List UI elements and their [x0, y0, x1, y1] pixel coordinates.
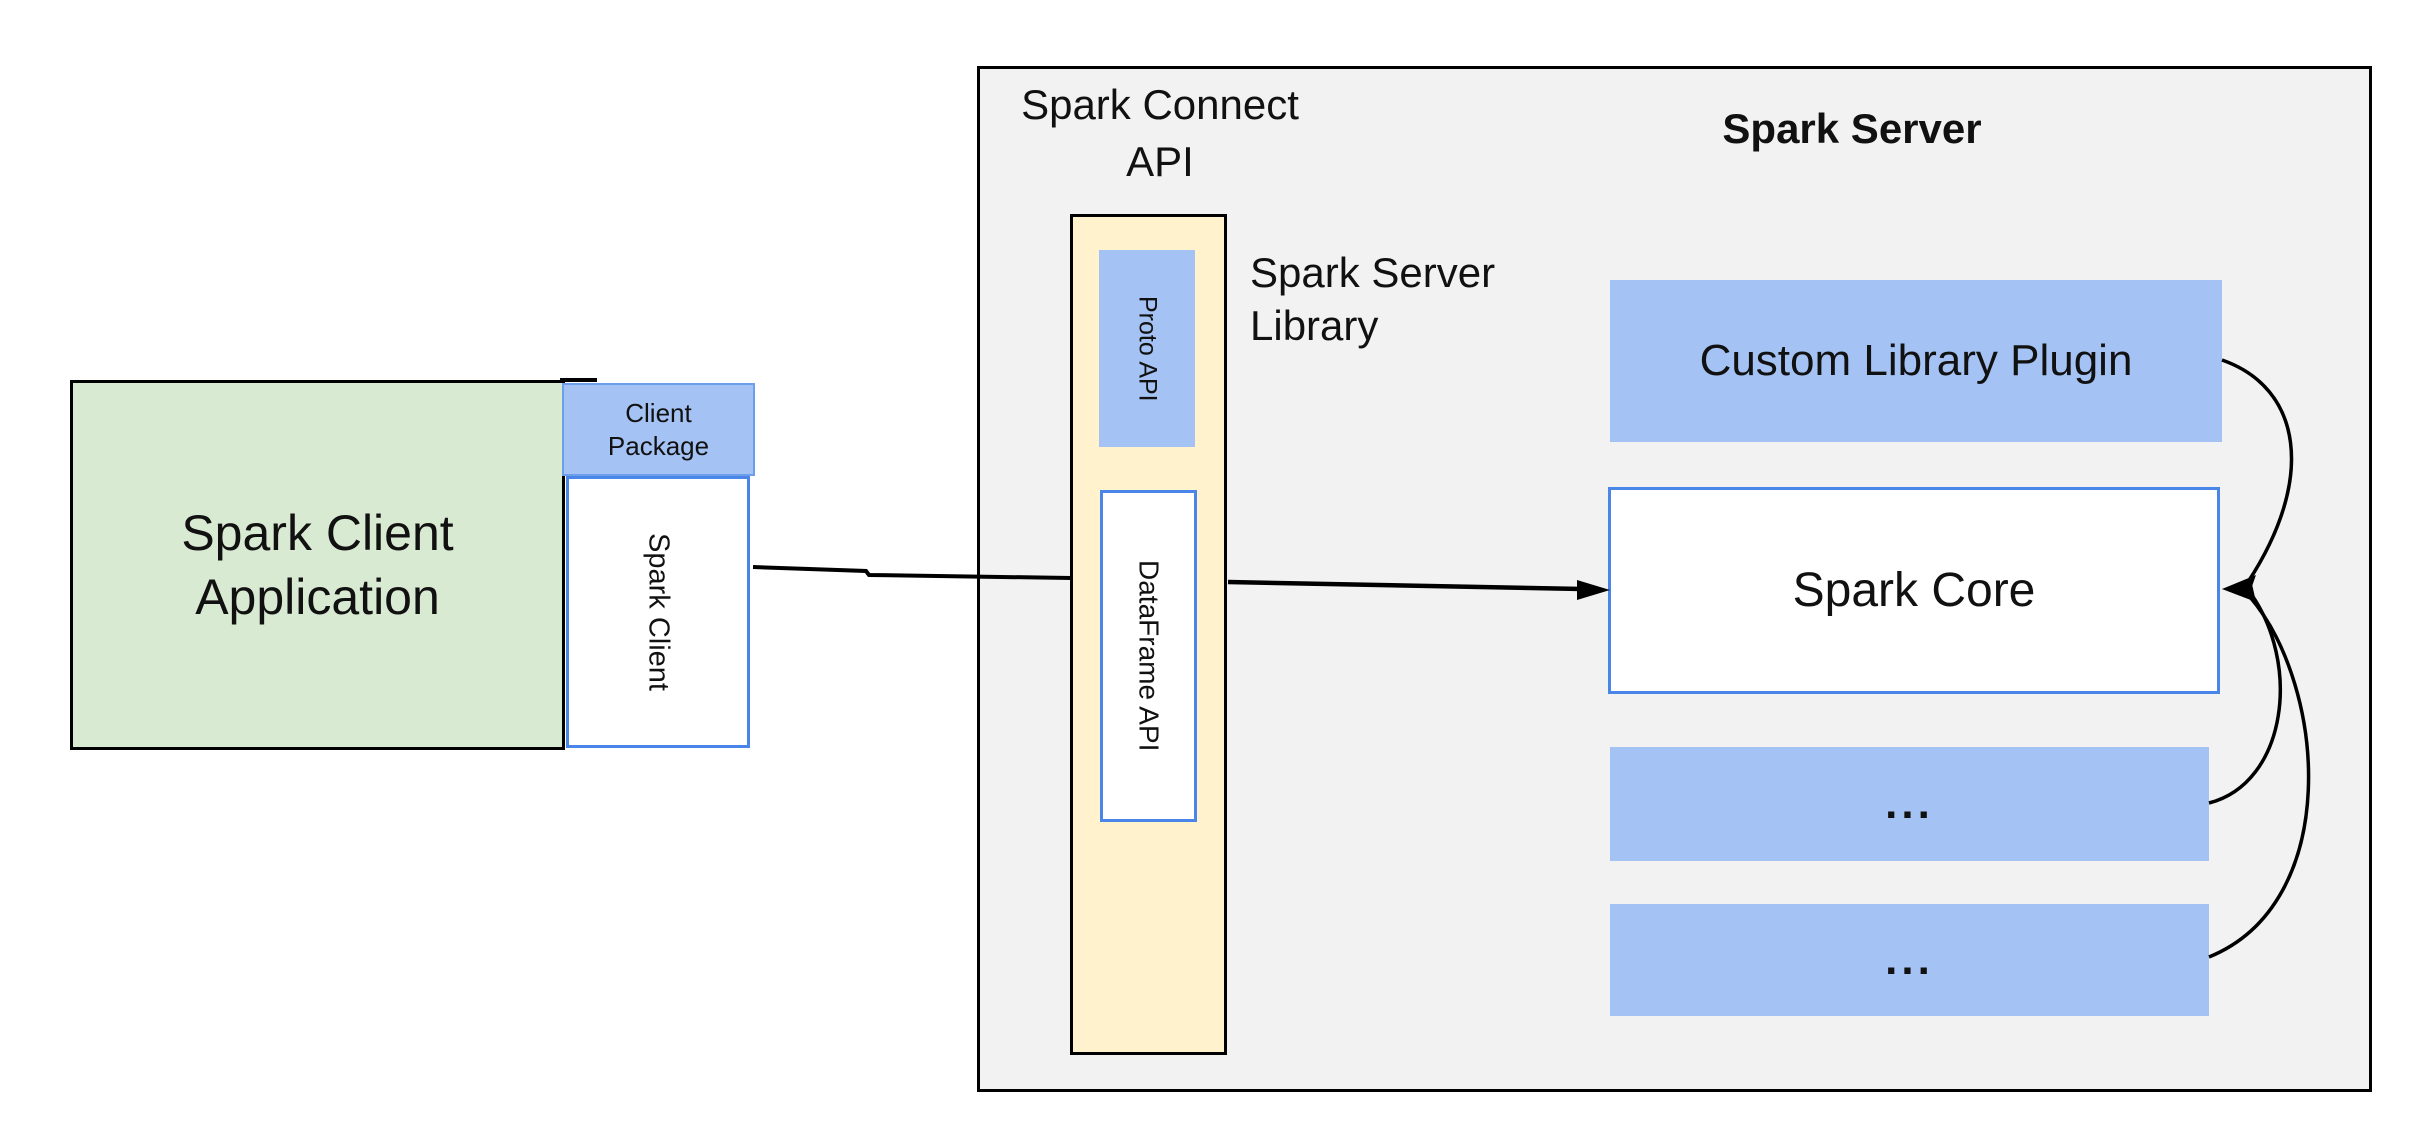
proto-api-box: Proto API	[1099, 250, 1195, 447]
spark-server-library-label: Spark Server Library	[1250, 246, 1580, 356]
spark-connect-api-line2: API	[1126, 138, 1194, 185]
spark-server-title: Spark Server	[1722, 105, 1982, 152]
custom-library-plugin-box: Custom Library Plugin	[1610, 280, 2222, 442]
dataframe-api-box: DataFrame API	[1100, 490, 1197, 822]
spark-core-label: Spark Core	[1792, 564, 2036, 617]
spark-client-application-line2: Application	[195, 569, 440, 625]
spark-client-application-box: Spark Client Application	[70, 380, 565, 750]
client-package-line1: Client	[625, 397, 692, 428]
more-plugins-dots-2: ...	[1885, 935, 1934, 984]
client-package-line2: Package	[607, 430, 710, 461]
spark-connect-api-line1: Spark Connect	[1021, 81, 1299, 128]
proto-api-label: Proto API	[1133, 295, 1162, 402]
spark-server-library-line2: Library	[1250, 302, 1379, 349]
spark-client-box: Spark Client	[566, 476, 750, 748]
more-plugins-box-2: ...	[1610, 904, 2209, 1016]
spark-core-box: Spark Core	[1608, 487, 2220, 694]
client-package-box: Client Package	[562, 383, 755, 476]
spark-client-label: Spark Client	[642, 533, 675, 691]
spark-client-application-line1: Spark Client	[181, 505, 454, 561]
more-plugins-dots-1: ...	[1885, 779, 1934, 828]
dataframe-api-label: DataFrame API	[1133, 560, 1165, 752]
more-plugins-box-1: ...	[1610, 747, 2209, 861]
spark-connect-api-label: Spark Connect API	[990, 76, 1330, 186]
custom-library-plugin-label: Custom Library Plugin	[1699, 336, 2133, 385]
spark-server-library-line1: Spark Server	[1250, 249, 1496, 296]
